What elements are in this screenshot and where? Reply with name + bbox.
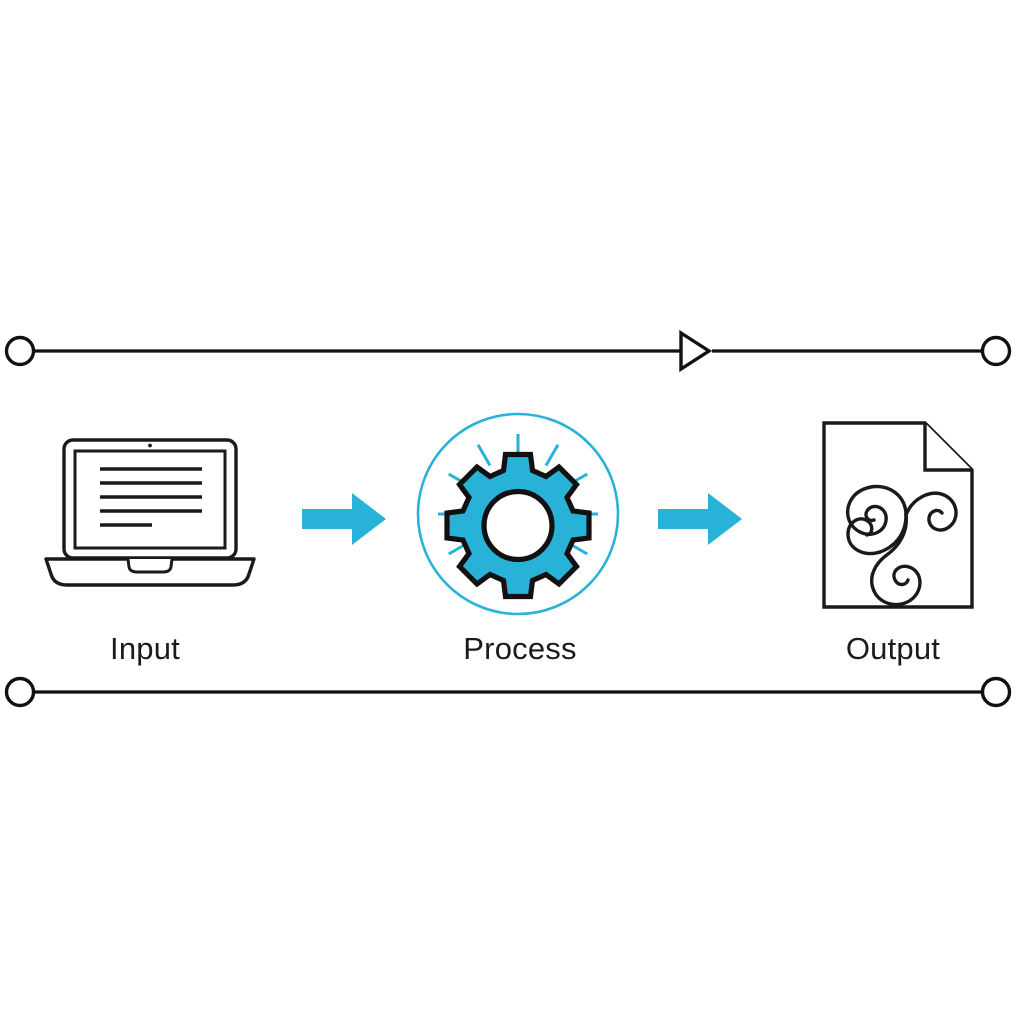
laptop-trackpad-notch [126,558,174,574]
arrow-shape [658,493,742,545]
rail-top-start-endpoint-icon [4,335,36,367]
laptop-camera-icon [148,443,152,448]
laptop-screen-inner [73,449,227,550]
document-icon [822,421,974,609]
stage-label-process: Process [463,631,577,666]
laptop-screen-text-lines [100,467,202,527]
document-folded-corner [923,423,972,472]
stage-label-input: Input [110,631,180,666]
rail-top-end-endpoint-icon [980,335,1012,367]
rail-bottom [4,676,1012,708]
document-swirl-ornament [845,484,958,607]
laptop-icon [44,438,256,587]
gear-hub-hole [481,488,555,563]
right-arrow-icon-2 [658,493,742,545]
rail-bottom-end-endpoint-icon [980,676,1012,708]
gear-icon [416,412,620,616]
rail-bottom-start-endpoint-icon [4,676,36,708]
rail-top-arrowhead-icon [679,329,713,373]
stage-label-output: Output [845,631,941,666]
arrow-shape [302,493,386,545]
right-arrow-icon-1 [302,493,386,545]
rail-top [4,329,1012,373]
